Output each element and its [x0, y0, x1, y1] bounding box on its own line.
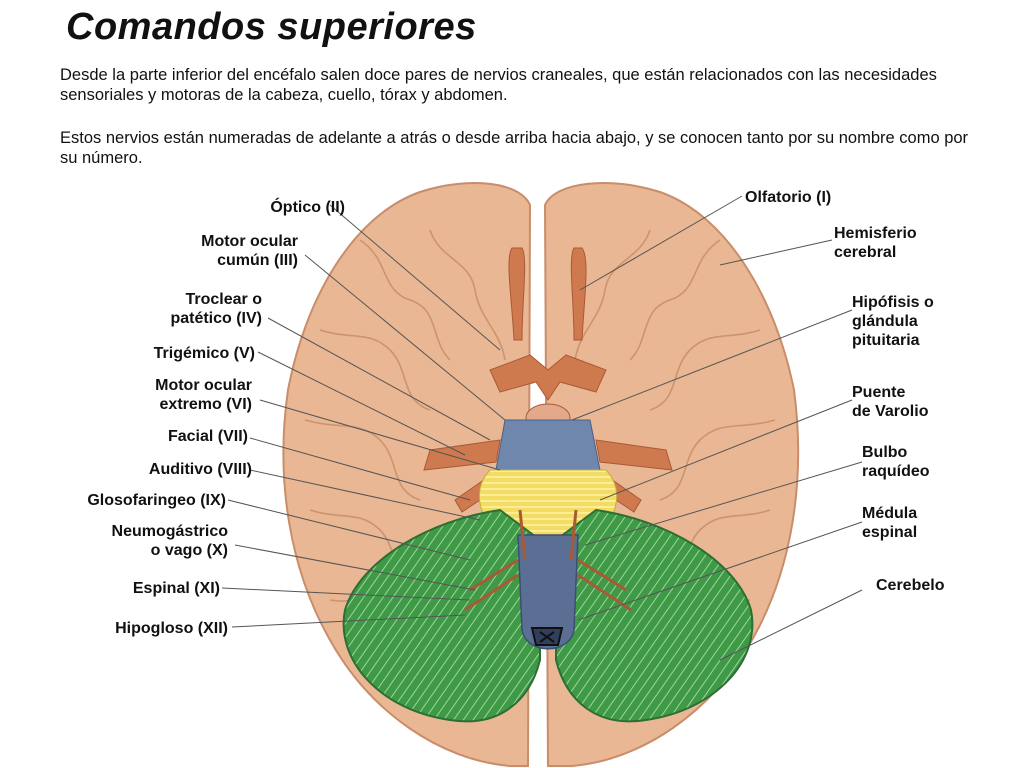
label-left-5: Facial (VII) [168, 428, 248, 445]
label-left-9: Espinal (XI) [133, 580, 220, 597]
label-left-7-line-0: Glosofaringeo (IX) [87, 492, 226, 509]
label-right-0-line-0: Olfatorio (I) [745, 189, 831, 206]
label-left-3: Trigémico (V) [154, 345, 255, 362]
label-left-0: Óptico (II) [270, 197, 345, 216]
label-left-0-line-0: Óptico (II) [270, 197, 345, 216]
label-left-8-line-0: Neumogástrico [112, 523, 229, 540]
label-right-1-line-0: Hemisferio [834, 225, 917, 242]
label-right-1-line-1: cerebral [834, 244, 896, 261]
label-left-6: Auditivo (VIII) [149, 461, 252, 478]
label-left-8-line-1: o vago (X) [151, 542, 228, 559]
label-right-1: Hemisferio cerebral [834, 225, 917, 261]
midbrain [495, 419, 601, 471]
label-right-6-line-0: Cerebelo [876, 577, 945, 594]
labels-left: Óptico (II) Motor ocular cumún (III) Trocle… [87, 197, 345, 637]
spinal-cord-section [530, 627, 564, 646]
label-left-7: Glosofaringeo (IX) [87, 492, 226, 509]
label-right-2-line-2: pituitaria [852, 332, 920, 349]
label-left-3-line-0: Trigémico (V) [154, 345, 255, 362]
olfactory-and-optic-nerves [489, 247, 607, 401]
label-left-4-line-1: extremo (VI) [160, 396, 252, 413]
label-left-4: Motor ocular extremo (VI) [155, 377, 252, 413]
label-right-2-line-1: glándula [852, 313, 918, 330]
label-right-4: Bulbo raquídeo [862, 444, 930, 480]
lower-nerve-roots [464, 509, 632, 612]
label-right-5-line-1: espinal [862, 524, 917, 541]
label-right-0: Olfatorio (I) [745, 189, 831, 206]
cerebellum-left [342, 508, 541, 723]
label-left-8: Neumogástrico o vago (X) [112, 523, 229, 559]
label-right-5: Médula espinal [862, 505, 917, 541]
label-right-2-line-0: Hipófisis o [852, 294, 934, 311]
label-left-2-line-1: patético (IV) [170, 310, 262, 327]
label-left-2: Troclear o patético (IV) [170, 291, 262, 327]
label-left-1-line-0: Motor ocular [201, 233, 298, 250]
label-left-10-line-0: Hipogloso (XII) [115, 620, 228, 637]
label-right-6: Cerebelo [876, 577, 945, 594]
medulla-spinal-cord [517, 534, 579, 650]
intro-paragraph-1: Desde la parte inferior del encéfalo sal… [60, 66, 937, 104]
label-left-6-line-0: Auditivo (VIII) [149, 461, 252, 478]
page-title: Comandos superiores [66, 6, 477, 48]
label-left-9-line-0: Espinal (XI) [133, 580, 220, 597]
leader-lines [221, 195, 863, 661]
label-right-4-line-1: raquídeo [862, 463, 930, 480]
labels-right: Olfatorio (I) Hemisferio cerebralHipófisis… [745, 189, 945, 594]
label-left-4-line-0: Motor ocular [155, 377, 252, 394]
label-right-3: Puente de Varolio [852, 384, 929, 420]
label-left-10: Hipogloso (XII) [115, 620, 228, 637]
label-left-1: Motor ocular cumún (III) [201, 233, 298, 269]
label-left-1-line-1: cumún (III) [217, 252, 298, 269]
label-left-5-line-0: Facial (VII) [168, 428, 248, 445]
label-right-3-line-1: de Varolio [852, 403, 929, 420]
intro-paragraph-2: Estos nervios están numeradas de adelant… [60, 129, 969, 167]
label-left-2-line-0: Troclear o [186, 291, 263, 308]
label-right-3-line-0: Puente [852, 384, 905, 401]
label-right-2: Hipófisis o glándula pituitaria [852, 294, 934, 349]
cerebellum-right [555, 508, 754, 723]
label-right-5-line-0: Médula [862, 505, 917, 522]
cortex-gyri [304, 229, 776, 602]
label-right-4-line-0: Bulbo [862, 444, 908, 461]
